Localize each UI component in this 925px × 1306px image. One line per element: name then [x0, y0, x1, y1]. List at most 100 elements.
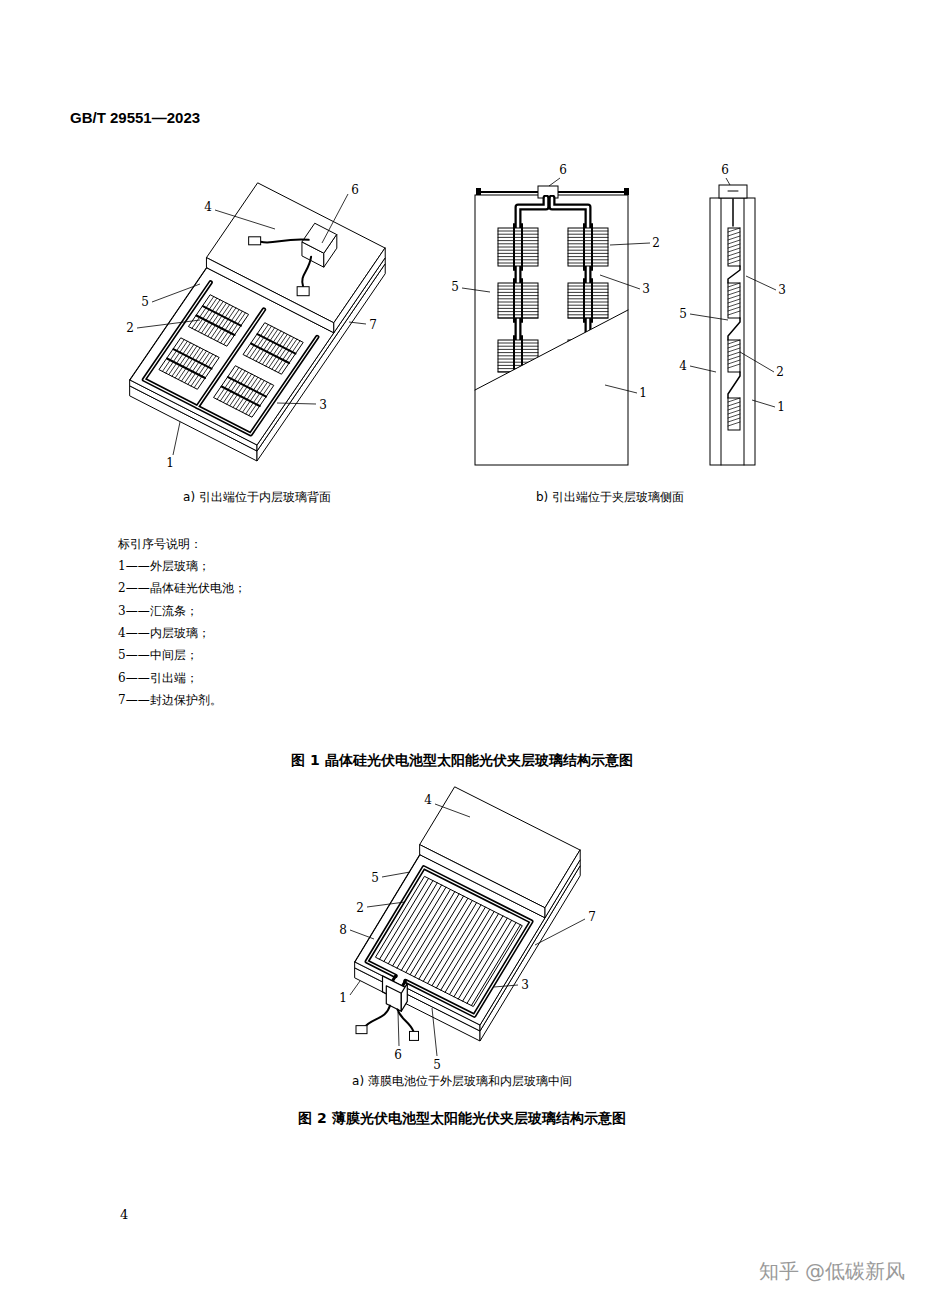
cell-hatch: [728, 283, 740, 287]
cell-hatch: [568, 237, 608, 238]
cell-hatch: [568, 256, 608, 257]
leader-line: [494, 985, 518, 987]
cell-hatch: [728, 410, 740, 414]
pv-cell: [568, 279, 608, 322]
leader-line: [535, 919, 585, 945]
pv-cell: [568, 283, 608, 318]
cell-hatch: [728, 348, 740, 352]
leader-line: [600, 275, 640, 289]
callout-number: 6: [393, 1048, 403, 1062]
cell-ribbon: [521, 336, 523, 376]
callout-number: 4: [678, 359, 688, 373]
pv-cell: [728, 228, 740, 266]
cut-line: [475, 310, 628, 390]
cell-hatch: [498, 318, 538, 319]
glass-edge: [207, 258, 334, 333]
cell-ribbon: [583, 279, 585, 322]
cell-hatch: [498, 308, 538, 309]
cell-hatch: [568, 368, 608, 369]
cell-ribbon: [583, 224, 585, 270]
leader-line: [746, 276, 776, 290]
leader-line: [152, 284, 200, 302]
busbar: [403, 981, 406, 986]
cell-ribbon: [591, 336, 593, 376]
cell-hatch: [568, 302, 608, 303]
cell-hatch: [498, 247, 538, 248]
figure-caption: 图 1 晶体硅光伏电池型太阳能光伏夹层玻璃结构示意图: [291, 752, 633, 769]
glass-edge: [545, 850, 580, 918]
key-item: 7——封边保护剂。: [118, 693, 222, 707]
cell-hatch: [728, 248, 740, 252]
callout-number: 4: [203, 200, 213, 214]
pv-cell: [728, 283, 740, 318]
cell-hatch: [568, 247, 608, 248]
cell-hatch: [728, 228, 740, 232]
leader-line: [215, 210, 275, 229]
cell-hatch: [498, 295, 538, 296]
subfigure-caption: a) 引出端位于内层玻璃背面: [183, 490, 331, 504]
cell-hatch: [728, 236, 740, 240]
cell-hatch: [498, 286, 538, 287]
cell-ribbon: [728, 266, 740, 283]
subfigure-caption: a) 薄膜电池位于外层玻璃和内层玻璃中间: [352, 1074, 572, 1088]
interlayer-face: [130, 268, 334, 445]
cell-hatch: [498, 292, 538, 293]
callout-number: 7: [368, 318, 378, 332]
cell-hatch: [568, 318, 608, 319]
key-item: 6——引出端；: [118, 670, 198, 684]
callout-number: 2: [355, 901, 365, 915]
terminal: [624, 188, 629, 195]
cell-hatch: [498, 362, 538, 363]
callout-number: 2: [125, 321, 135, 335]
cell-hatch: [728, 414, 740, 418]
cell-hatch: [728, 260, 740, 264]
plug: [297, 287, 309, 296]
junction-box: [719, 185, 747, 198]
cell-hatch: [728, 418, 740, 422]
callout-number: 3: [641, 282, 651, 296]
edge-line: [355, 855, 420, 962]
leader-line: [462, 288, 490, 292]
cell-hatch: [728, 307, 740, 311]
callout-number: 8: [338, 923, 348, 937]
plug: [356, 1026, 367, 1034]
leader-line: [350, 930, 374, 939]
pv-cell: [728, 340, 740, 372]
callout-number: 7: [587, 910, 597, 924]
cell-hatch: [498, 240, 538, 241]
leader-line: [726, 178, 730, 185]
leader-line: [690, 314, 728, 320]
callout-number: 5: [140, 295, 150, 309]
cell-hatch: [728, 402, 740, 406]
leader-line: [432, 1008, 437, 1056]
figure-1-side: [710, 185, 755, 465]
cell-hatch: [498, 289, 538, 290]
cell-hatch: [728, 287, 740, 291]
watermark: 知乎 @低碳新风: [759, 1259, 905, 1283]
terminal: [476, 188, 481, 195]
pv-cell: [568, 336, 608, 376]
cell-hatch: [568, 362, 608, 363]
callout-number: 5: [370, 871, 380, 885]
cell-hatch: [568, 243, 608, 244]
cell-hatch: [498, 256, 538, 257]
cell-hatch: [568, 311, 608, 312]
figure-caption: 图 2 薄膜光伏电池型太阳能光伏夹层玻璃结构示意图: [298, 1110, 626, 1127]
cell-hatch: [568, 365, 608, 366]
cell-hatch: [498, 365, 538, 366]
cell-hatch: [728, 252, 740, 256]
cell-hatch: [728, 340, 740, 344]
key-item: 2——晶体硅光伏电池；: [118, 581, 246, 595]
callout-number: 5: [678, 307, 688, 321]
cell-ribbon: [513, 224, 515, 270]
cell-hatch: [728, 356, 740, 360]
glass-outline: [475, 195, 628, 465]
cell-hatch: [498, 231, 538, 232]
cell-hatch: [498, 311, 538, 312]
cell-ribbon: [167, 359, 205, 379]
leader-line: [605, 385, 637, 393]
edge-line: [130, 268, 207, 380]
cell-hatch: [568, 359, 608, 360]
callout-number: 1: [776, 400, 786, 414]
